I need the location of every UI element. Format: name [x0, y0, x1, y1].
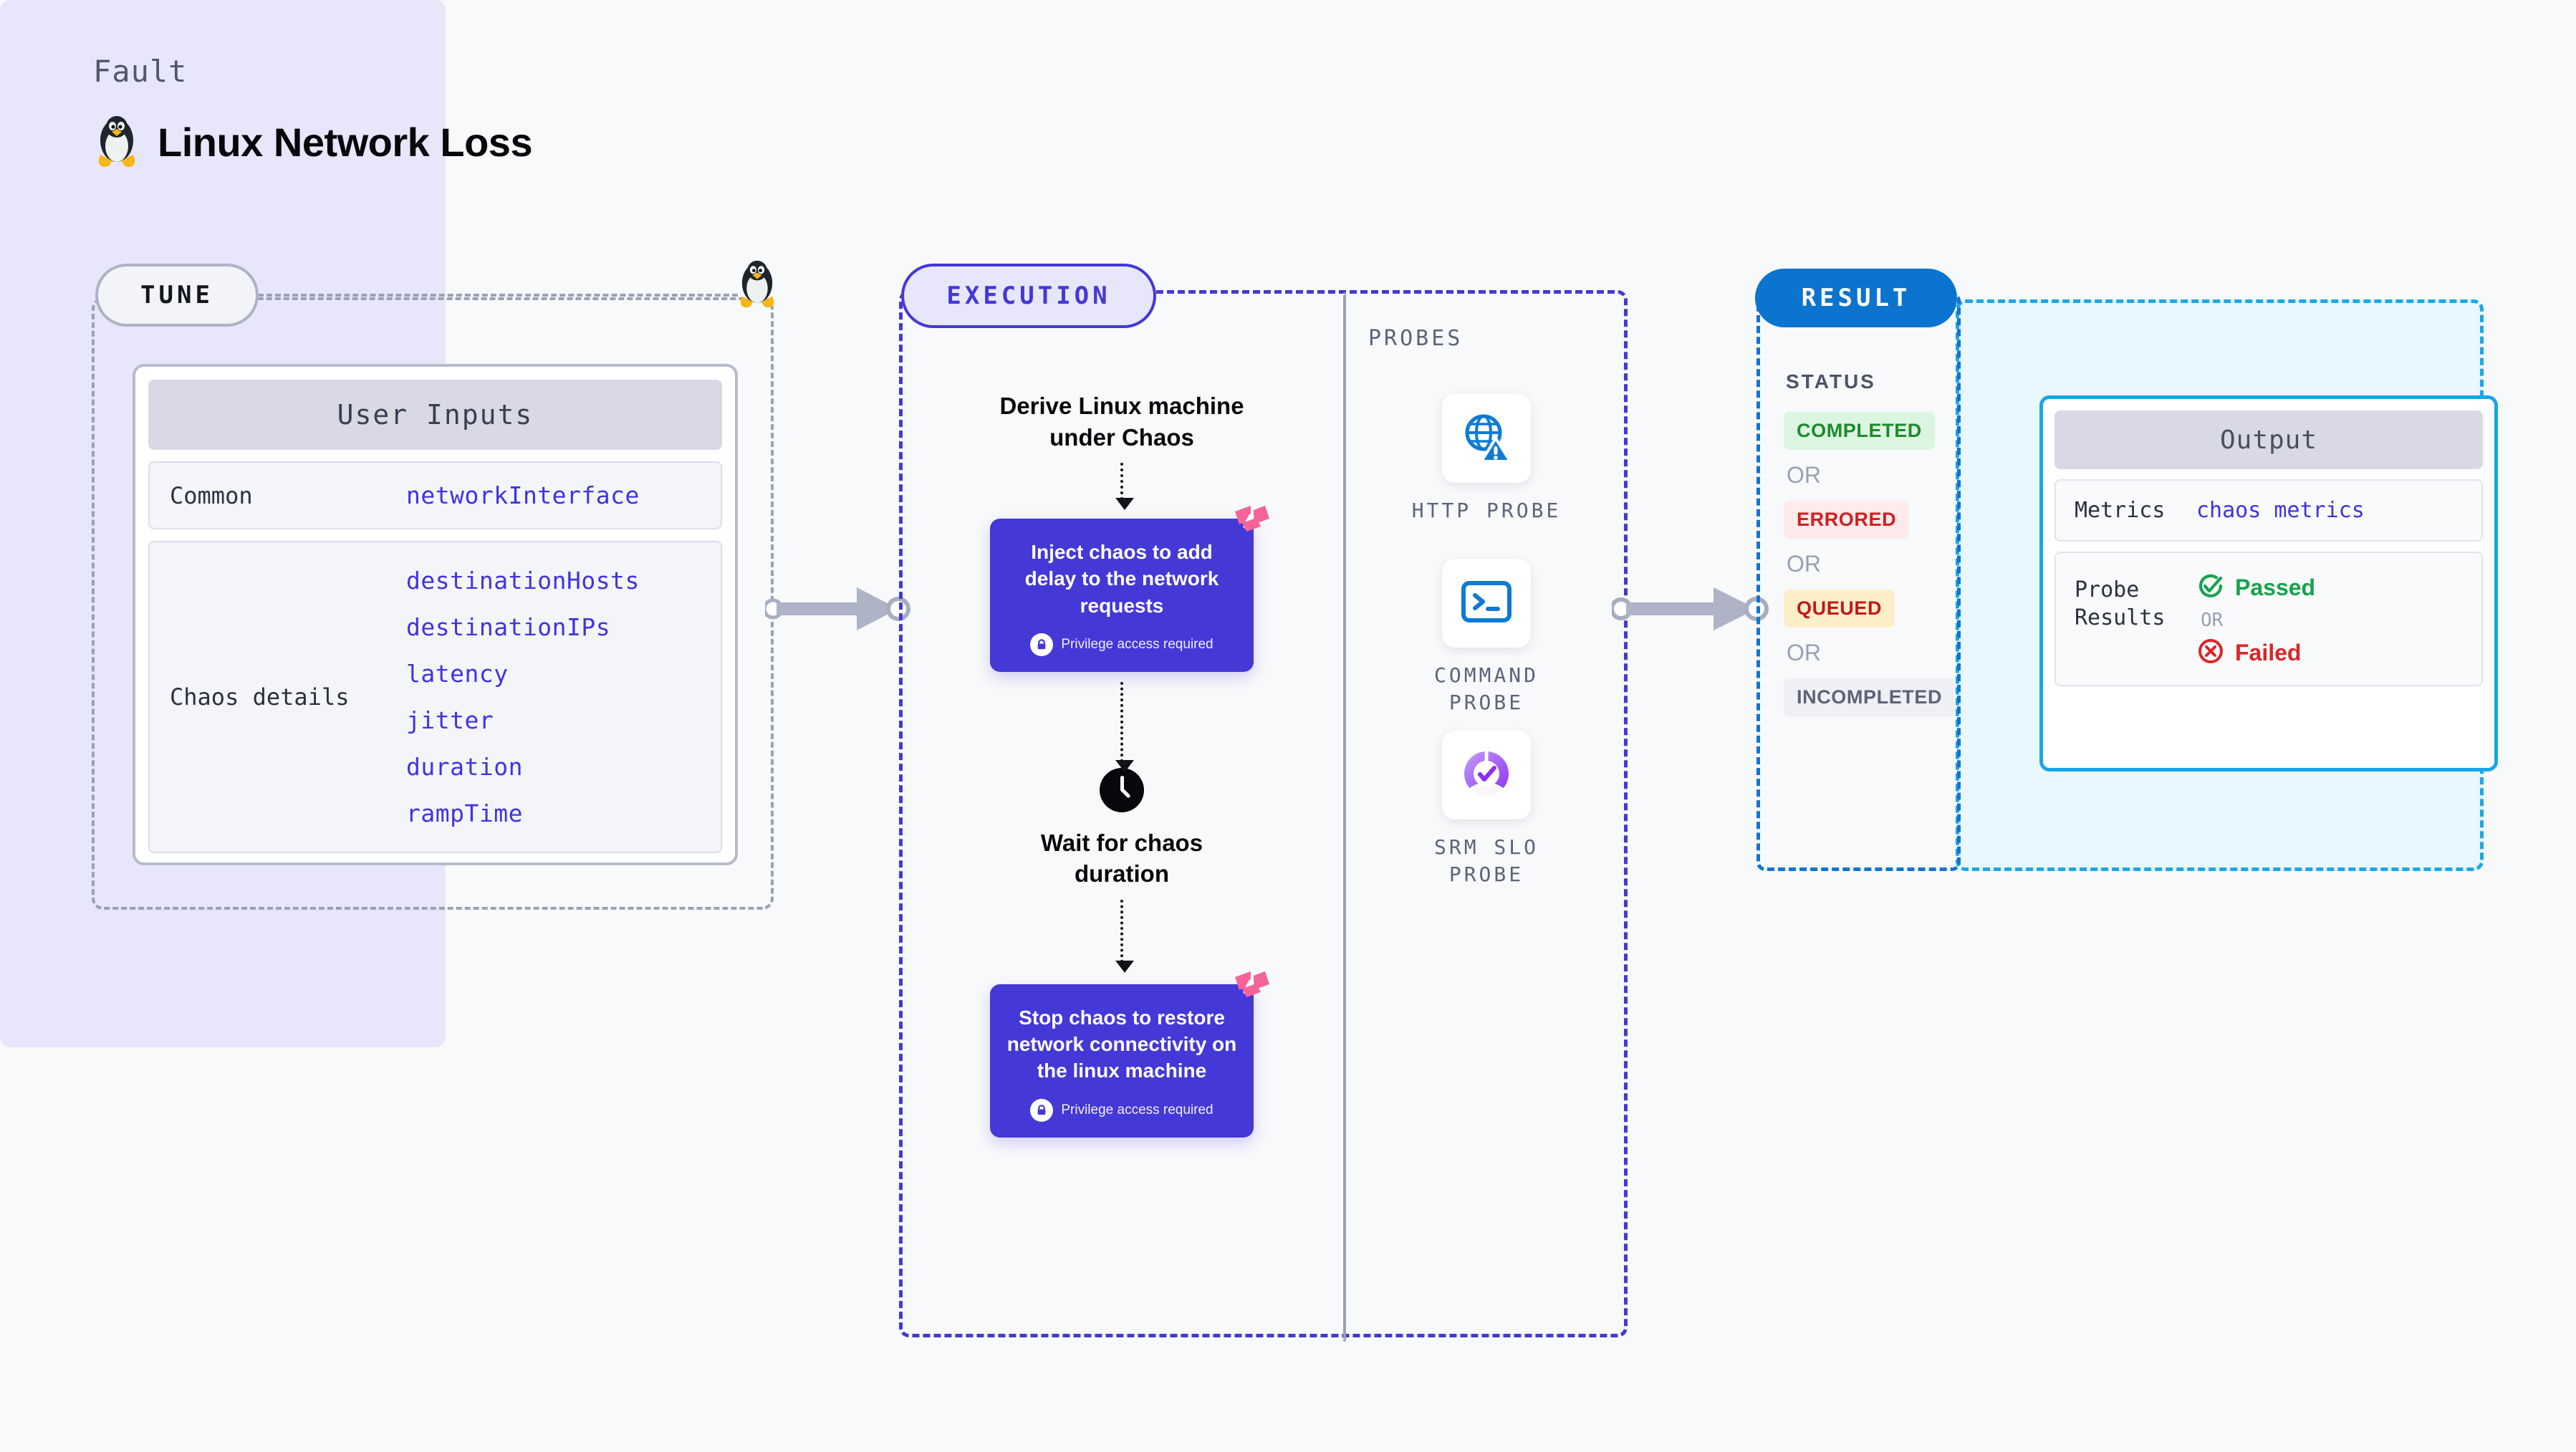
clock-icon [1098, 766, 1145, 817]
flow-arrow-2 [1115, 681, 1134, 772]
probe-item-http[interactable]: HTTP PROBE [1379, 394, 1594, 524]
execution-column: Derive Linux machine under Chaos Inject … [899, 290, 1345, 1337]
probes-label: PROBES [1368, 326, 1464, 351]
probe-tile [1442, 394, 1531, 483]
status-badge-completed: COMPLETED [1784, 412, 1935, 450]
probes-divider [1343, 292, 1346, 1342]
probe-tile [1442, 731, 1531, 819]
input-destinationips[interactable]: destinationIPs [406, 613, 611, 641]
metrics-value[interactable]: chaos metrics [2196, 498, 2365, 523]
execution-card-inject-chaos[interactable]: Inject chaos to add delay to the network… [990, 506, 1269, 672]
slo-donut-check-icon [1460, 747, 1513, 804]
input-jitter[interactable]: jitter [406, 706, 494, 734]
probe-result-failed: Failed [2196, 637, 2315, 669]
tune-leader-line [258, 294, 738, 297]
harness-logo-icon [1232, 503, 1272, 547]
privilege-text: Privilege access required [1061, 636, 1213, 652]
probe-result-or: OR [2201, 610, 2224, 631]
input-ramptime[interactable]: rampTime [406, 799, 523, 827]
execution-probes-boundary [899, 290, 1628, 1337]
probe-name: HTTP PROBE [1411, 499, 1562, 522]
passed-label: Passed [2235, 574, 2316, 600]
connector-execution-to-result [1610, 573, 1777, 648]
tune-stage-badge[interactable]: TUNE [95, 264, 259, 327]
row-label: Chaos details [170, 683, 350, 711]
user-input-row-common: Common networkInterface [148, 461, 722, 529]
probe-name: COMMAND PROBE [1433, 663, 1539, 714]
lock-icon [1030, 633, 1054, 656]
x-circle-icon [2196, 637, 2225, 669]
row-values: destinationHosts destinationIPs latency … [406, 567, 640, 827]
globe-warning-icon [1460, 410, 1513, 467]
probe-tile [1442, 559, 1531, 648]
lock-icon [1030, 1098, 1054, 1122]
output-card: Output Metrics chaos metrics Probe Resul… [2039, 395, 2498, 771]
user-input-row-chaos-details: Chaos details destinationHosts destinati… [148, 541, 722, 853]
execution-card-stop-chaos[interactable]: Stop chaos to restore network connectivi… [990, 971, 1269, 1138]
input-networkinterface[interactable]: networkInterface [406, 481, 640, 509]
flow-arrow-3 [1115, 899, 1134, 973]
status-or-2: OR [1787, 551, 1821, 577]
output-row-probe-results: Probe Results Passed OR [2054, 552, 2483, 686]
probe-results-label: Probe Results [2075, 577, 2166, 630]
probe-name: SRM SLO PROBE [1433, 835, 1539, 886]
privilege-note: Privilege access required [1030, 633, 1213, 656]
status-badge-errored: ERRORED [1784, 501, 1910, 539]
user-inputs-card: User Inputs Common networkInterface Chao… [133, 364, 738, 865]
failed-label: Failed [2235, 640, 2302, 665]
tune-linux-tux-icon [736, 259, 778, 313]
user-inputs-title: User Inputs [148, 380, 722, 450]
wait-step-title: Wait for chaos duration [1040, 829, 1203, 888]
input-duration[interactable]: duration [406, 753, 523, 781]
execution-stage-badge[interactable]: EXECUTION [901, 264, 1156, 328]
input-latency[interactable]: latency [406, 660, 509, 688]
page-title: Linux Network Loss [158, 119, 533, 165]
result-stage-badge[interactable]: RESULT [1755, 269, 1957, 327]
status-list: COMPLETED OR ERRORED OR QUEUED OR INCOMP… [1784, 412, 1956, 716]
status-or-3: OR [1787, 640, 1821, 665]
status-badge-queued: QUEUED [1784, 590, 1895, 628]
card-title: Inject chaos to add delay to the network… [1024, 541, 1219, 617]
probe-result-passed: Passed [2196, 572, 2315, 604]
row-label: Common [170, 481, 253, 509]
probe-item-srm-slo[interactable]: SRM SLO PROBE [1379, 731, 1594, 888]
input-destinationhosts[interactable]: destinationHosts [406, 567, 640, 595]
status-label: STATUS [1786, 370, 1876, 393]
page-eyebrow: Fault [93, 54, 188, 89]
privilege-text: Privilege access required [1061, 1102, 1213, 1117]
check-circle-icon [2196, 572, 2225, 604]
row-values: networkInterface [406, 481, 640, 509]
status-badge-incompleted: INCOMPLETED [1784, 678, 1956, 716]
connector-tune-to-execution [762, 573, 915, 648]
flow-arrow-1 [1115, 463, 1134, 511]
output-title: Output [2054, 410, 2483, 469]
output-row-metrics: Metrics chaos metrics [2054, 479, 2483, 542]
status-or-1: OR [1787, 462, 1821, 488]
card-title: Stop chaos to restore network connectivi… [1006, 1006, 1237, 1082]
privilege-note: Privilege access required [1030, 1098, 1213, 1122]
probe-item-command[interactable]: COMMAND PROBE [1379, 559, 1594, 716]
page-title-row: Linux Network Loss [95, 115, 533, 169]
linux-tux-icon [95, 115, 139, 169]
execution-step-title: Derive Linux machine under Chaos [999, 393, 1244, 451]
terminal-icon [1461, 580, 1512, 628]
metrics-label: Metrics [2075, 498, 2166, 523]
probe-results-values: Passed OR Failed [2196, 572, 2315, 669]
harness-logo-icon [1232, 968, 1272, 1012]
